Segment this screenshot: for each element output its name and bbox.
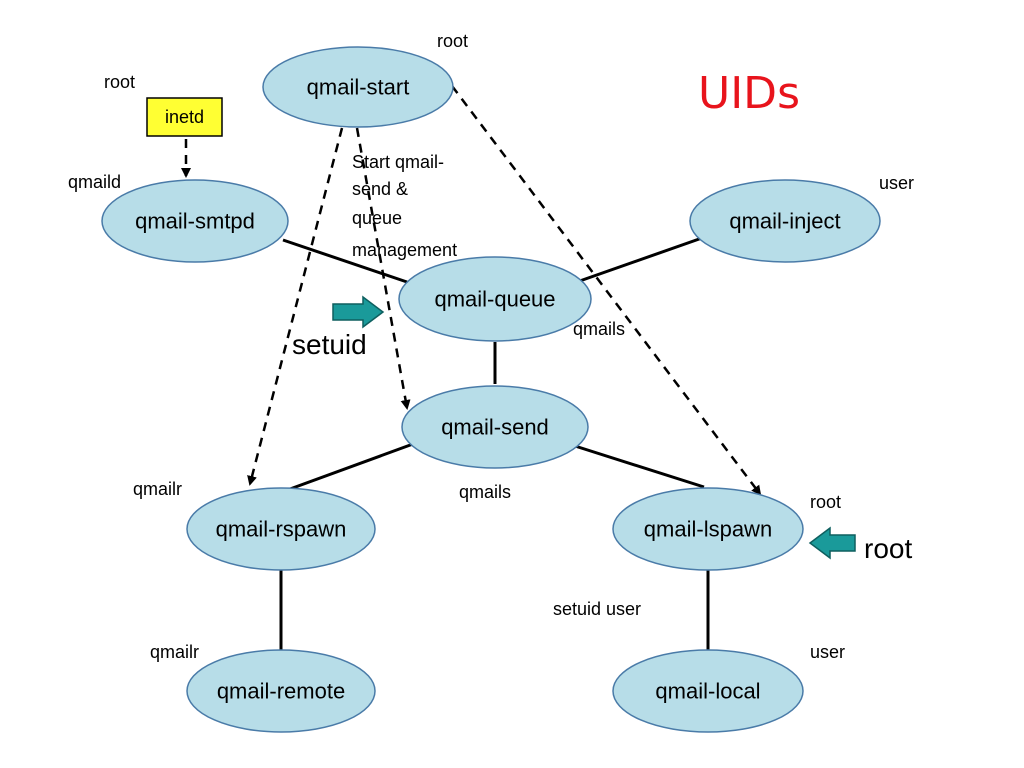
label-qmails-queue: qmails [573, 319, 625, 339]
edge-send-rspawn [289, 442, 414, 491]
node-qmail-rspawn-label: qmail-rspawn [216, 517, 347, 542]
dashed-arrow-start-rspawn [247, 127, 344, 486]
label-root-big: root [864, 533, 912, 564]
label-user-inject: user [879, 173, 914, 193]
node-qmail-smtpd-label: qmail-smtpd [135, 209, 255, 234]
block-arrow-root-icon [808, 526, 856, 560]
node-qmail-remote-label: qmail-remote [217, 679, 345, 704]
block-arrow-setuid-icon [332, 295, 385, 329]
label-setuid-user: setuid user [553, 599, 641, 619]
node-inetd-label: inetd [165, 107, 204, 127]
note-start-send: Start qmail- send & queue management [352, 152, 457, 260]
node-qmail-start: qmail-start [262, 46, 454, 128]
label-user-local: user [810, 642, 845, 662]
node-qmail-queue-label: qmail-queue [434, 287, 555, 312]
label-qmaild: qmaild [68, 172, 121, 192]
node-qmail-rspawn: qmail-rspawn [186, 487, 376, 571]
node-qmail-inject: qmail-inject [689, 179, 881, 263]
node-qmail-smtpd: qmail-smtpd [101, 179, 289, 263]
node-qmail-send-label: qmail-send [441, 415, 549, 440]
node-qmail-queue: qmail-queue [398, 256, 592, 342]
node-qmail-send: qmail-send [401, 385, 589, 469]
edge-inject-queue [573, 236, 703, 285]
node-qmail-lspawn: qmail-lspawn [612, 487, 804, 571]
note-line-2: send & [352, 179, 408, 199]
edge-send-lspawn [574, 444, 705, 489]
node-qmail-remote: qmail-remote [186, 649, 376, 733]
node-qmail-start-label: qmail-start [307, 75, 410, 100]
label-qmailr-rspawn: qmailr [133, 479, 182, 499]
label-qmailr-remote: qmailr [150, 642, 199, 662]
label-root-inetd: root [104, 72, 135, 92]
node-qmail-inject-label: qmail-inject [729, 209, 840, 234]
label-root-start: root [437, 31, 468, 51]
node-inetd: inetd [146, 97, 223, 137]
node-qmail-local: qmail-local [612, 649, 804, 733]
node-qmail-lspawn-label: qmail-lspawn [644, 517, 772, 542]
diagram-title: UIDs [698, 68, 800, 119]
note-line-3: queue [352, 208, 402, 228]
note-line-4: management [352, 240, 457, 260]
edge-smtpd-queue [282, 238, 408, 284]
node-qmail-local-label: qmail-local [655, 679, 760, 704]
dashed-arrow-start-lspawn [451, 85, 762, 496]
label-qmails-send: qmails [459, 482, 511, 502]
label-root-lspawn: root [810, 492, 841, 512]
note-line-1: Start qmail- [352, 152, 444, 172]
label-setuid: setuid [292, 329, 367, 360]
